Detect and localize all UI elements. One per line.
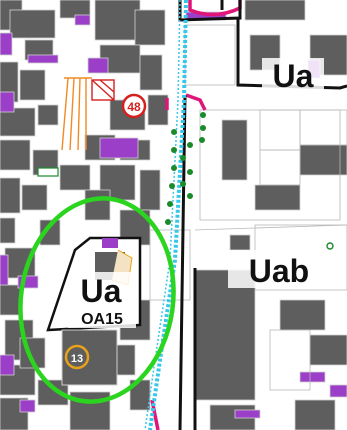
marker-13-label: 13 (71, 353, 83, 365)
zone-border-magenta-mid (185, 93, 207, 111)
zone-label-ua-center-text: Ua (81, 273, 122, 309)
small-park-feature (37, 167, 59, 177)
highlight-ellipse (18, 196, 176, 404)
sub-zone-label-oa15: OA15 (68, 308, 136, 328)
tree-row (165, 112, 334, 250)
marker-13[interactable]: 13 (64, 344, 90, 370)
orange-hatch-area (61, 77, 115, 151)
buildings-right (194, 0, 347, 430)
zone-label-ua-top-text: Ua (273, 58, 314, 94)
zone-label-uab-text: Uab (249, 253, 309, 289)
zone-label-ua-top: Ua (262, 58, 324, 94)
marker-48-label: 48 (127, 100, 141, 114)
zone-label-uab: Uab (228, 250, 330, 289)
marker-48[interactable]: 48 (121, 93, 147, 119)
zone-label-ua-center: Ua (72, 272, 132, 309)
sub-zone-label-oa15-text: OA15 (81, 311, 123, 328)
